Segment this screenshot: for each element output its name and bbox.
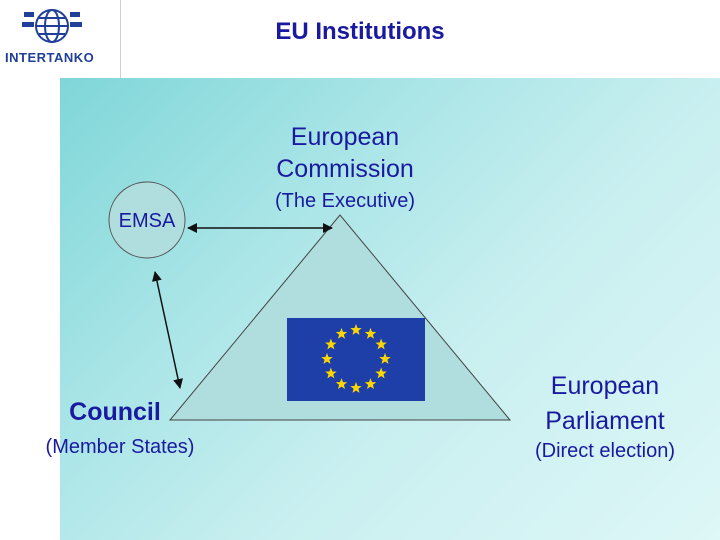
- parliament-role: (Direct election): [534, 440, 676, 462]
- eu-star: [350, 382, 362, 393]
- eu-star: [379, 353, 391, 364]
- commission-label-line2: Commission: [276, 155, 414, 183]
- eu-star: [375, 367, 387, 379]
- eu-star: [335, 378, 348, 389]
- eu-star: [325, 367, 337, 379]
- commission-role: (The Executive): [274, 190, 416, 212]
- eu-star: [335, 327, 348, 339]
- slide-title: EU Institutions: [275, 18, 445, 45]
- eu-star: [321, 353, 333, 364]
- emsa-council-arrow: [152, 271, 183, 389]
- eu-star: [350, 324, 362, 335]
- eu-star: [364, 327, 377, 339]
- eu-star: [325, 338, 337, 350]
- parliament-label-line2: Parliament: [545, 407, 665, 435]
- intertanko-logo: INTERTANKO: [0, 0, 121, 78]
- eu-star: [364, 378, 377, 389]
- globe-icon: [22, 9, 82, 43]
- eu-star: [375, 338, 387, 350]
- emsa-label: EMSA: [118, 210, 176, 232]
- parliament-label-line1: European: [550, 372, 660, 400]
- council-role: (Member States): [45, 436, 195, 458]
- council-label: Council: [69, 398, 161, 426]
- logo-text: INTERTANKO: [5, 50, 95, 65]
- commission-label-line1: European: [290, 123, 400, 151]
- eu-flag: [287, 318, 425, 401]
- emsa-circle: [108, 181, 186, 259]
